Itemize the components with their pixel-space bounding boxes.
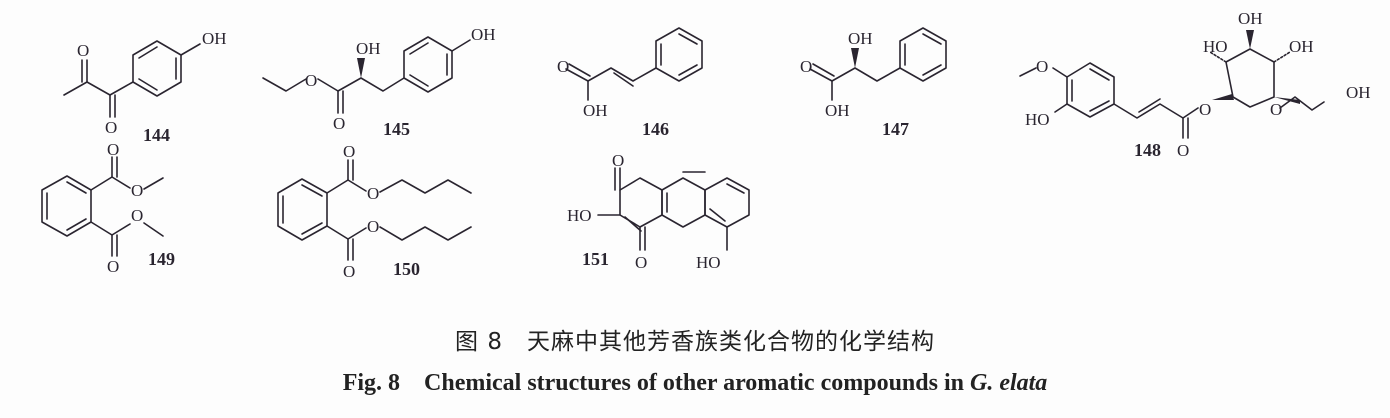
- compound-number: 145: [383, 119, 410, 139]
- atom-label: O: [1036, 57, 1048, 76]
- compound-151: O HO O HO 151: [567, 151, 750, 272]
- atom-label: O: [612, 151, 624, 170]
- atom-label: O: [105, 118, 117, 137]
- compound-149: O O O O 149: [41, 140, 175, 276]
- compound-number: 146: [642, 119, 669, 139]
- species-name: G. elata: [969, 370, 1048, 396]
- atom-label: O: [305, 71, 317, 90]
- atom-label: O: [131, 206, 143, 225]
- atom-label: O: [77, 41, 89, 60]
- figure-caption-english: Fig. 8 Chemical structures of other arom…: [0, 362, 1390, 397]
- atom-label: O: [635, 253, 647, 272]
- compound-number: 151: [582, 249, 609, 269]
- atom-label: O: [1177, 141, 1189, 160]
- compound-number: 147: [882, 119, 909, 139]
- atom-label: O: [343, 262, 355, 281]
- atom-label: OH: [356, 39, 381, 58]
- compound-number: 149: [148, 249, 175, 269]
- atom-label: O: [131, 181, 143, 200]
- atom-label: O: [800, 57, 812, 76]
- atom-label: HO: [696, 253, 721, 272]
- compound-number: 144: [143, 125, 170, 145]
- compound-146: O OH 146: [557, 27, 703, 139]
- atom-label: O: [107, 140, 119, 159]
- compound-number: 150: [393, 259, 420, 279]
- compound-148: O HO O O HO OH OH O OH 148: [1019, 9, 1371, 160]
- atom-label: OH: [471, 25, 496, 44]
- atom-label: HO: [567, 206, 592, 225]
- atom-label: O: [107, 257, 119, 276]
- atom-label: HO: [1025, 110, 1050, 129]
- atom-label: OH: [1238, 9, 1263, 28]
- atom-label: O: [343, 142, 355, 161]
- atom-label: OH: [825, 101, 850, 120]
- compound-145: O OH O OH 145: [262, 25, 496, 139]
- atom-label: OH: [1346, 83, 1371, 102]
- atom-label: O: [1270, 100, 1282, 119]
- atom-label: OH: [1289, 37, 1314, 56]
- atom-label: O: [333, 114, 345, 133]
- atom-label: OH: [202, 29, 227, 48]
- compound-number: 148: [1134, 140, 1161, 160]
- caption-text: Fig. 8 Chemical structures of other arom…: [342, 370, 970, 396]
- atom-label: OH: [583, 101, 608, 120]
- atom-label: O: [367, 217, 379, 236]
- compound-144: O O OH 144: [63, 29, 227, 145]
- chemical-structures: O O OH 144 O OH O OH 145 O OH 146: [41, 9, 1371, 281]
- atom-label: HO: [1203, 37, 1228, 56]
- compound-147: O OH OH 147: [800, 27, 947, 139]
- atom-label: O: [557, 57, 569, 76]
- figure-caption-chinese: 图 8 天麻中其他芳香族类化合物的化学结构: [455, 329, 935, 355]
- atom-label: OH: [848, 29, 873, 48]
- atom-label: O: [1199, 100, 1211, 119]
- compound-150: O O O O 150: [277, 142, 472, 281]
- atom-label: O: [367, 184, 379, 203]
